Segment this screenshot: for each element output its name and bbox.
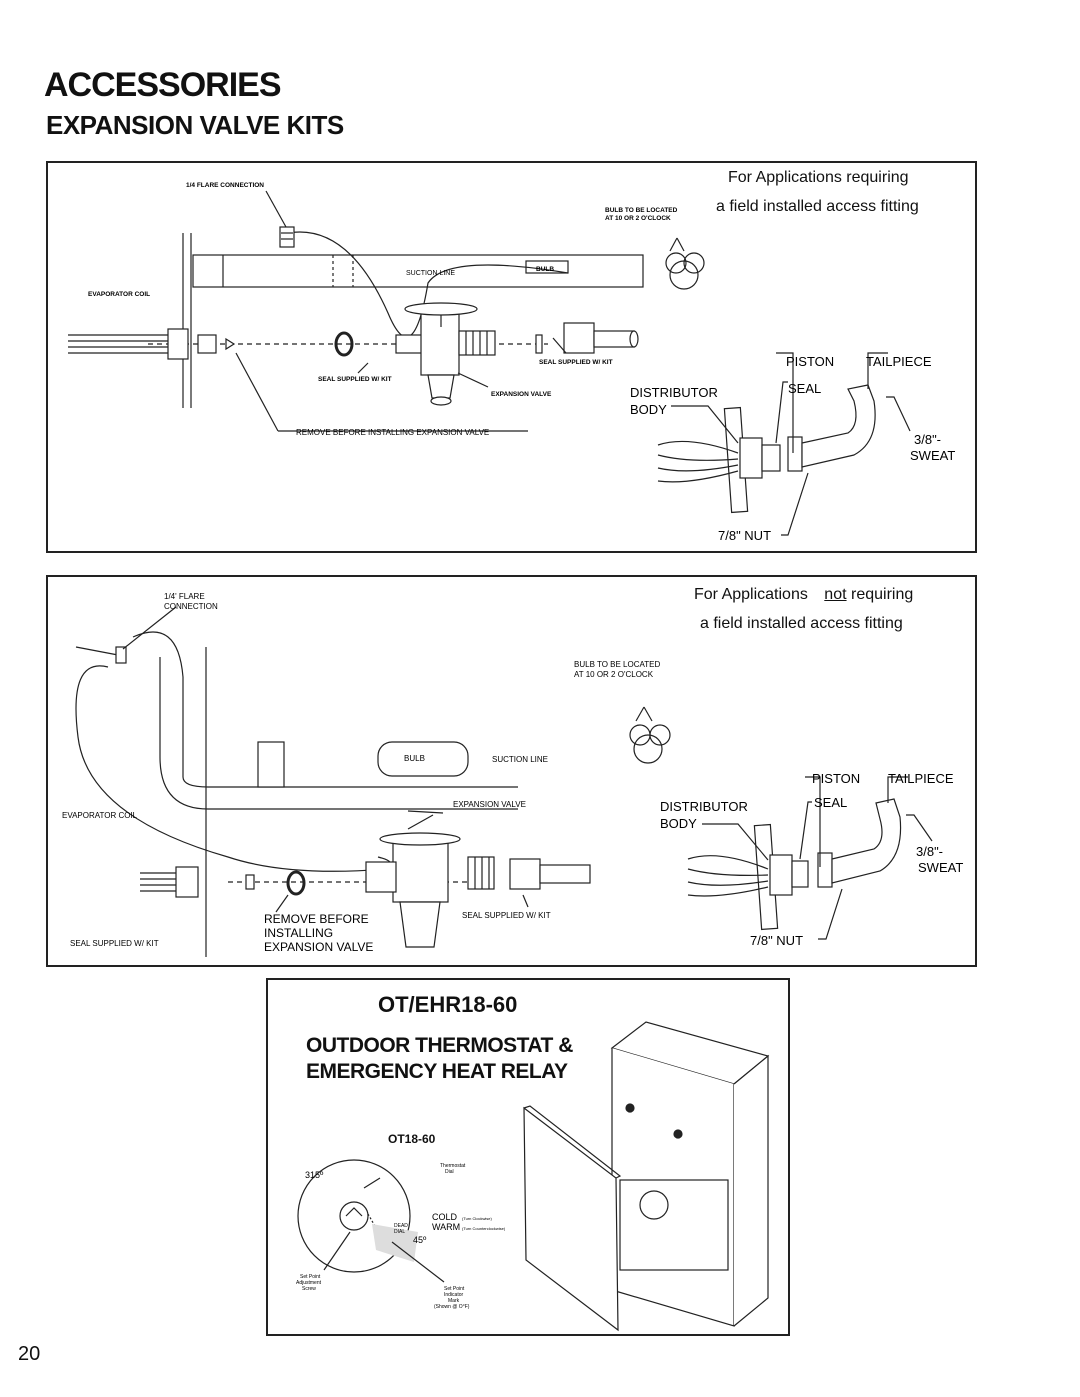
label-body: BODY bbox=[630, 402, 667, 417]
label-bulb-location-1: BULB TO BE LOCATED bbox=[605, 207, 678, 214]
label-bulb-location-2: AT 10 OR 2 O'CLOCK bbox=[574, 670, 654, 679]
label-flare-connection: 1/4 FLARE CONNECTION bbox=[186, 182, 264, 189]
label-piston: PISTON bbox=[812, 771, 860, 786]
label-dead-2: DIAL bbox=[394, 1229, 405, 1235]
label-cold-note: (Turn Clockwise) bbox=[462, 1216, 493, 1221]
caption-not: not bbox=[824, 586, 847, 603]
caption-for-applications: For Applications bbox=[694, 586, 808, 603]
label-remove-1: REMOVE BEFORE bbox=[264, 912, 369, 926]
expansion-valve-diagram-2: 1/4' FLARE CONNECTION BULB TO BE LOCATED… bbox=[62, 592, 963, 957]
label-expansion-valve: EXPANSION VALVE bbox=[491, 391, 552, 398]
label-distributor: DISTRIBUTOR bbox=[660, 799, 748, 814]
label-flare-2: CONNECTION bbox=[164, 602, 218, 611]
label-evaporator-coil: EVAPORATOR COIL bbox=[88, 291, 150, 298]
panel-with-access-fitting: 1/4 FLARE CONNECTION BULB TO BE LOCATED … bbox=[46, 161, 977, 553]
label-seal-supplied-right: SEAL SUPPLIED W/ KIT bbox=[462, 911, 551, 920]
label-mark-2: Indicator bbox=[444, 1292, 464, 1298]
section-title: EXPANSION VALVE KITS bbox=[46, 110, 344, 140]
label-remove-3: EXPANSION VALVE bbox=[264, 940, 373, 954]
label-distributor: DISTRIBUTOR bbox=[630, 385, 718, 400]
model-number: OT/EHR18-60 bbox=[378, 992, 518, 1017]
label-tailpiece: TAILPIECE bbox=[866, 354, 932, 369]
page-number: 20 bbox=[18, 1343, 41, 1365]
label-expansion-valve: EXPANSION VALVE bbox=[453, 800, 526, 809]
label-bulb: BULB bbox=[536, 266, 554, 273]
label-sweat: SWEAT bbox=[910, 448, 955, 463]
label-nut: 7/8" NUT bbox=[750, 933, 803, 948]
panel-without-access-fitting: 1/4' FLARE CONNECTION BULB TO BE LOCATED… bbox=[46, 575, 977, 967]
label-seal-supplied-left: SEAL SUPPLIED W/ KIT bbox=[70, 939, 159, 948]
label-mark-3: Mark bbox=[448, 1298, 460, 1304]
product-title-1: OUTDOOR THERMOSTAT & bbox=[306, 1034, 573, 1057]
label-sweat-size: 3/8"- bbox=[914, 432, 941, 447]
label-dead-1: DEAD bbox=[394, 1223, 408, 1229]
label-nut: 7/8" NUT bbox=[718, 528, 771, 543]
label-thermostat-2: Dial bbox=[445, 1169, 454, 1175]
expansion-valve-diagram-1: 1/4 FLARE CONNECTION BULB TO BE LOCATED … bbox=[68, 182, 955, 543]
label-cold: COLD bbox=[432, 1212, 458, 1222]
label-warm: WARM bbox=[432, 1222, 460, 1232]
label-piston: PISTON bbox=[786, 354, 834, 369]
label-suction-line: SUCTION LINE bbox=[406, 270, 455, 277]
caption-requiring: For Applications requiring bbox=[728, 169, 909, 186]
thermostat-illustration: 315º 45º Thermostat Dial COLD (Turn Cloc… bbox=[296, 1021, 770, 1332]
label-sweat-size: 3/8"- bbox=[916, 844, 943, 859]
label-suction-line: SUCTION LINE bbox=[492, 755, 548, 764]
panel-outdoor-thermostat: OT/EHR18-60 OUTDOOR THERMOSTAT & EMERGEN… bbox=[266, 978, 790, 1336]
label-tailpiece: TAILPIECE bbox=[888, 771, 954, 786]
label-remove-2: INSTALLING bbox=[264, 926, 333, 940]
label-screw-1: Set Point bbox=[300, 1274, 321, 1280]
label-bulb-location-1: BULB TO BE LOCATED bbox=[574, 660, 660, 669]
caption-not-requiring: For Applications not requiring bbox=[694, 586, 913, 604]
label-mark-4: (Shown @ O°F) bbox=[434, 1304, 470, 1310]
label-seal-supplied-right: SEAL SUPPLIED W/ KIT bbox=[539, 359, 613, 366]
caption-access-fitting: a field installed access fitting bbox=[716, 198, 919, 215]
dial-model: OT18-60 bbox=[388, 1132, 436, 1146]
caption-requiring-word: requiring bbox=[851, 586, 914, 603]
label-evaporator-coil: EVAPORATOR COIL bbox=[62, 811, 138, 820]
label-seal: SEAL bbox=[788, 381, 821, 396]
label-screw-3: Screw bbox=[302, 1286, 316, 1292]
page-title: ACCESSORIES bbox=[44, 66, 281, 104]
label-mark-1: Set Point bbox=[444, 1286, 465, 1292]
label-sweat: SWEAT bbox=[918, 860, 963, 875]
label-seal: SEAL bbox=[814, 795, 847, 810]
label-seal-supplied-left: SEAL SUPPLIED W/ KIT bbox=[318, 376, 392, 383]
label-bulb: BULB bbox=[404, 754, 425, 763]
label-warm-note: (Turn Counterclockwise) bbox=[462, 1226, 506, 1231]
label-screw-2: Adjustment bbox=[296, 1280, 322, 1286]
label-bulb-location-2: AT 10 OR 2 O'CLOCK bbox=[605, 215, 671, 222]
caption-access-fitting: a field installed access fitting bbox=[700, 615, 903, 632]
label-thermostat-1: Thermostat bbox=[440, 1163, 466, 1169]
label-45: 45º bbox=[413, 1235, 427, 1245]
product-title-2: EMERGENCY HEAT RELAY bbox=[306, 1060, 568, 1083]
label-315: 315º bbox=[305, 1170, 324, 1180]
label-flare-1: 1/4' FLARE bbox=[164, 592, 205, 601]
label-remove-before: REMOVE BEFORE INSTALLING EXPANSION VALVE bbox=[296, 428, 489, 437]
label-body: BODY bbox=[660, 816, 697, 831]
